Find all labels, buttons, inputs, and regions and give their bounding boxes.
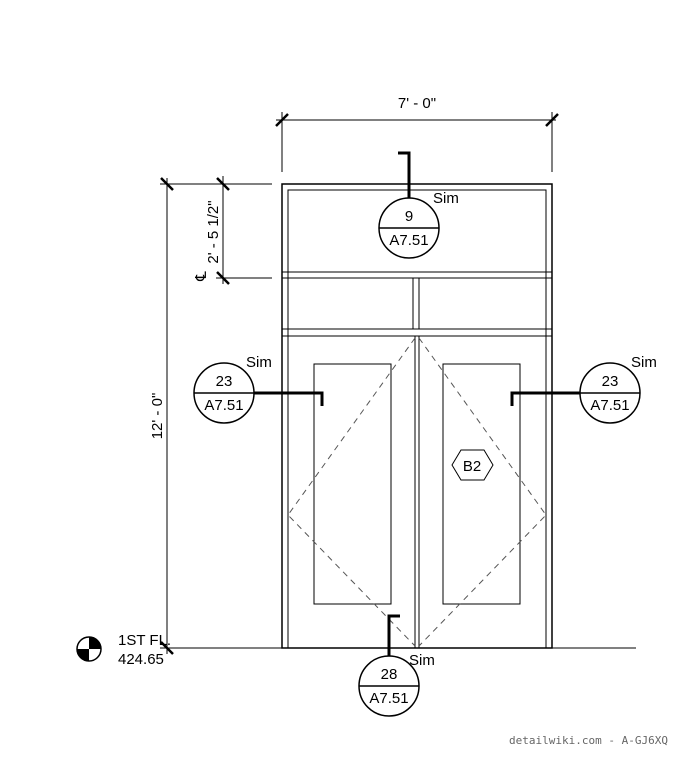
level-target-icon — [76, 636, 102, 662]
section-callout-right: 23 A7.51 Sim — [510, 354, 657, 424]
callout-number: 23 — [216, 373, 233, 390]
centerline-symbol: ℄ — [193, 271, 210, 282]
callout-number: 23 — [602, 373, 619, 390]
level-name: 1ST FL. — [118, 632, 171, 649]
transom-dimension: 2' - 5 1/2" ℄ — [193, 176, 272, 285]
door-swing-lines — [287, 337, 547, 647]
width-dimension: 7' - 0" — [275, 95, 559, 172]
callout-number: 28 — [381, 666, 398, 683]
watermark: detailwiki.com - A-GJ6XQ — [509, 734, 668, 747]
callout-sheet: A7.51 — [204, 397, 243, 414]
callout-sheet: A7.51 — [389, 232, 428, 249]
level-elevation: 424.65 — [118, 651, 164, 668]
door-tag-label: B2 — [463, 458, 481, 475]
section-callout-left: 23 A7.51 Sim — [193, 354, 324, 424]
callout-sheet: A7.51 — [369, 690, 408, 707]
height-dimension-label: 12' - 0" — [149, 393, 166, 440]
door-tag: B2 — [451, 449, 494, 481]
section-callout-bottom: 28 A7.51 Sim — [358, 614, 435, 717]
callout-sheet: A7.51 — [590, 397, 629, 414]
section-callout-top: 9 A7.51 Sim — [378, 151, 459, 259]
transom-dimension-label: 2' - 5 1/2" — [205, 200, 222, 263]
width-dimension-label: 7' - 0" — [398, 95, 436, 112]
callout-note: Sim — [409, 652, 435, 669]
callout-number: 9 — [405, 208, 413, 225]
callout-note: Sim — [631, 354, 657, 371]
level-marker: 1ST FL. 424.65 — [76, 632, 171, 668]
callout-note: Sim — [433, 190, 459, 207]
height-dimension: 12' - 0" — [149, 177, 278, 655]
callout-note: Sim — [246, 354, 272, 371]
